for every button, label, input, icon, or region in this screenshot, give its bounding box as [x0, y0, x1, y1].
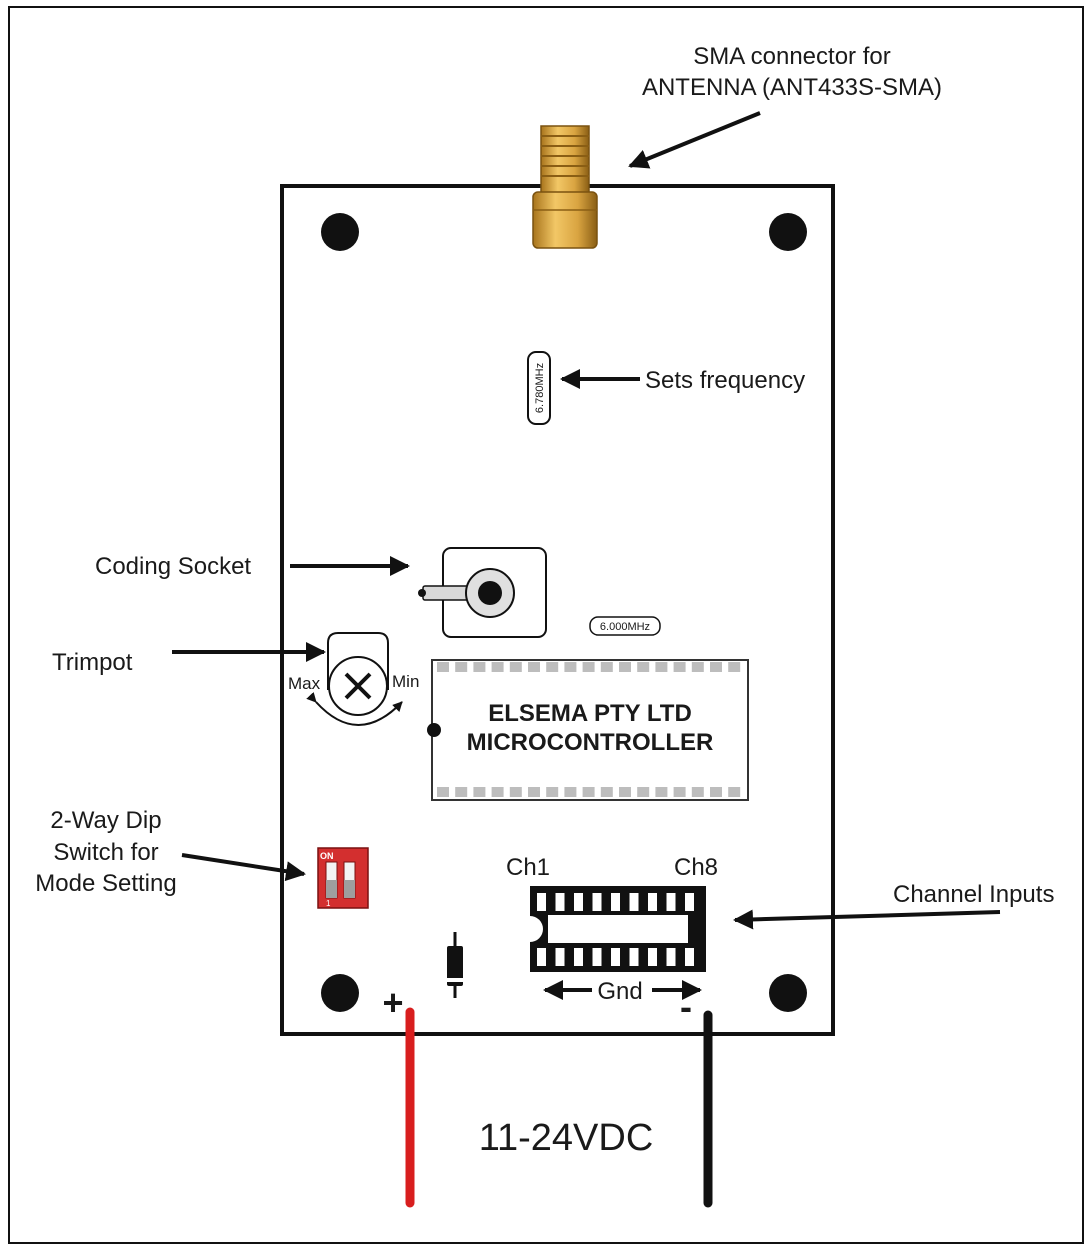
crystal-microcontroller: 6.000MHz: [589, 616, 661, 636]
diode: [447, 932, 463, 998]
coding-socket-label: Coding Socket: [95, 553, 251, 580]
ic-pin: [564, 662, 577, 672]
dip-switch: ON 1: [317, 847, 369, 909]
dip-on-label: ON: [320, 851, 334, 861]
socket-pin: [611, 948, 620, 966]
ic-pin: [546, 662, 559, 672]
crystal-frequency: 6.780MHz: [527, 351, 551, 425]
microcontroller-chip: ELSEMA PTY LTD MICROCONTROLLER: [427, 659, 749, 801]
ic-pin: [600, 787, 613, 797]
ic-label-line1: ELSEMA PTY LTD: [488, 700, 692, 727]
socket-pin: [574, 948, 583, 966]
dip-label-line3: Mode Setting: [35, 870, 176, 897]
socket-pin: [611, 893, 620, 911]
ic-pin: [564, 787, 577, 797]
socket-pin: [555, 893, 565, 911]
socket-pin: [592, 893, 602, 911]
ic-pin: [600, 662, 613, 672]
mounting-hole-top-right: [769, 213, 807, 251]
voltage-label: 11-24VDC: [479, 1117, 654, 1159]
sets-frequency-label: Sets frequency: [645, 367, 805, 394]
socket-pin: [648, 948, 657, 966]
ic-pin: [546, 787, 559, 797]
crystal-microcontroller-label: 6.000MHz: [600, 621, 650, 633]
ic-pin: [437, 787, 449, 797]
ic-pin: [619, 662, 631, 672]
ic-pin: [509, 787, 522, 797]
mounting-hole-bottom-left: [321, 974, 359, 1012]
channel-inputs-arrow: [733, 909, 1001, 930]
socket-pin: [648, 893, 657, 911]
ic-pin: [455, 787, 468, 797]
trimpot-max-label: Max: [288, 674, 321, 693]
socket-pin: [629, 948, 639, 966]
sma-connector: [532, 125, 598, 249]
ic-pin: [637, 787, 650, 797]
dip-one-label: 1: [326, 899, 331, 908]
ch8-label: Ch8: [674, 854, 718, 881]
ic-pin: [673, 787, 686, 797]
ic-pin: [528, 662, 540, 672]
ic-pin: [509, 662, 522, 672]
ic-pin: [637, 662, 650, 672]
ic-label-line2: MICROCONTROLLER: [467, 729, 714, 756]
ic-pin: [710, 787, 722, 797]
ic-pin: [710, 662, 722, 672]
ic-pin: [619, 787, 631, 797]
positive-label: +: [382, 982, 403, 1023]
socket-pin: [555, 948, 565, 966]
ic-pin: [728, 662, 741, 672]
negative-label: -: [680, 986, 692, 1027]
ic-pin: [473, 787, 486, 797]
ic-pin: [491, 787, 504, 797]
dip-arrow: [181, 853, 306, 882]
ic-pin: [582, 662, 595, 672]
socket-pin: [592, 948, 602, 966]
mounting-hole-top-left: [321, 213, 359, 251]
ic-pin: [582, 787, 595, 797]
socket-pin: [574, 893, 583, 911]
ic-pin: [655, 787, 668, 797]
ic-pin: [691, 662, 704, 672]
antenna-label-line2: ANTENNA (ANT433S-SMA): [642, 74, 942, 101]
crystal-frequency-label: 6.780MHz: [534, 363, 546, 413]
channel-inputs-socket: [530, 886, 706, 972]
socket-pin: [685, 893, 694, 911]
socket-pin: [685, 948, 694, 966]
socket-pin: [537, 893, 546, 911]
socket-pin: [629, 893, 639, 911]
ch1-label: Ch1: [506, 854, 550, 881]
trimpot: [306, 632, 403, 726]
trimpot-label: Trimpot: [52, 649, 133, 676]
antenna-arrow: [628, 111, 761, 169]
ic-pin: [728, 787, 741, 797]
ic-pin: [691, 787, 704, 797]
antenna-label-line1: SMA connector for: [693, 43, 890, 70]
channel-inputs-label: Channel Inputs: [893, 881, 1054, 908]
ic-pin: [673, 662, 686, 672]
gnd-label: Gnd: [597, 978, 642, 1005]
ic-pin: [655, 662, 668, 672]
ic-pin: [455, 662, 468, 672]
socket-pin: [666, 948, 676, 966]
dip-label-line2: Switch for: [53, 839, 158, 866]
ic-pin: [528, 787, 540, 797]
socket-pin: [666, 893, 676, 911]
socket-pin: [537, 948, 546, 966]
mounting-hole-bottom-right: [769, 974, 807, 1012]
trimpot-min-label: Min: [392, 672, 419, 691]
ic-pin: [473, 662, 486, 672]
coding-socket: [418, 547, 547, 638]
ic-pin: [437, 662, 449, 672]
ic-pin: [491, 662, 504, 672]
dip-label-line1: 2-Way Dip: [50, 807, 161, 834]
